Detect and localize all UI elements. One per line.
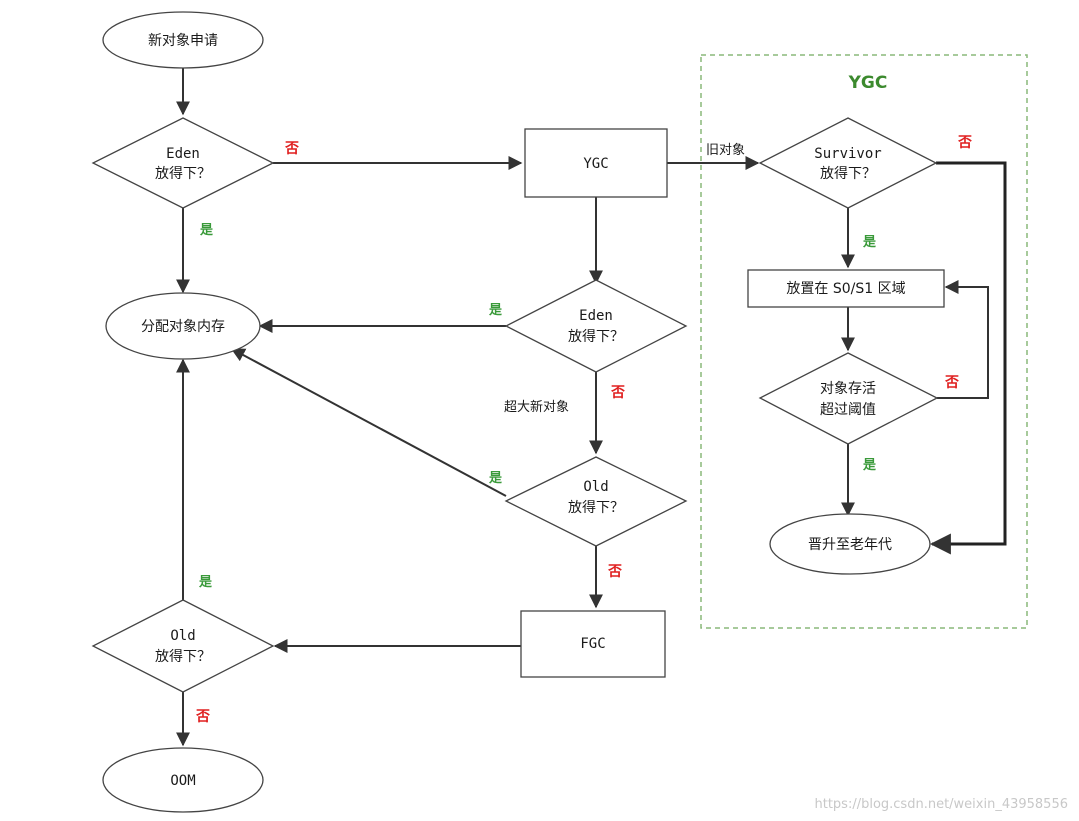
node-allocate: 分配对象内存	[105, 292, 261, 360]
node-new-request-label: 新对象申请	[148, 33, 218, 49]
label-survivor-yes: 是	[862, 235, 877, 250]
edge-old1-to-allocate	[230, 348, 507, 497]
node-age-threshold: 对象存活 超过阈值	[758, 352, 939, 445]
node-old-fit-2-line1: Old	[170, 628, 195, 644]
node-old-fit-1-line1: Old	[583, 479, 608, 495]
node-oom-label: OOM	[170, 773, 195, 789]
node-old-fit-1-line2: 放得下？	[568, 499, 624, 516]
label-large-new-object: 超大新对象	[504, 399, 569, 415]
label-old1-no: 否	[607, 564, 622, 580]
node-age-threshold-line1: 对象存活	[820, 381, 876, 397]
node-eden-fit-2-line1: Eden	[579, 308, 613, 324]
node-promote-old-label: 晋升至老年代	[808, 537, 892, 553]
node-survivor-fit-line2: 放得下？	[820, 165, 876, 182]
edge-survivor-to-promote	[929, 161, 1007, 555]
node-ygc: YGC	[524, 128, 668, 198]
node-fgc-label: FGC	[580, 636, 605, 652]
node-place-s0s1-label: 放置在 S0/S1 区域	[786, 281, 905, 297]
label-age-no: 否	[944, 375, 959, 391]
node-oom: OOM	[102, 747, 264, 813]
label-old2-no: 否	[195, 709, 210, 725]
ygc-group-box	[700, 54, 1028, 629]
label-old1-yes: 是	[488, 471, 503, 486]
node-survivor-fit: Survivor 放得下？	[758, 117, 938, 209]
node-old-fit-2: Old 放得下？	[91, 599, 275, 693]
node-eden-fit-1-line1: Eden	[166, 146, 200, 162]
node-survivor-fit-line1: Survivor	[814, 146, 881, 162]
label-eden1-no: 否	[284, 141, 299, 157]
watermark-text: https://blog.csdn.net/weixin_43958556	[814, 797, 1068, 812]
label-old-objects: 旧对象	[706, 143, 745, 158]
label-eden2-yes: 是	[488, 303, 503, 318]
label-survivor-no: 否	[957, 135, 972, 151]
node-eden-fit-2-line2: 放得下？	[568, 328, 624, 345]
label-old2-yes: 是	[198, 575, 213, 590]
node-ygc-label: YGC	[583, 156, 608, 172]
label-eden1-yes: 是	[199, 223, 214, 238]
node-place-s0s1: 放置在 S0/S1 区域	[747, 269, 945, 308]
edge-age-to-place	[937, 280, 989, 399]
node-old-fit-1: Old 放得下？	[504, 456, 688, 547]
label-eden2-no: 否	[610, 385, 625, 401]
label-age-yes: 是	[862, 458, 877, 473]
node-eden-fit-1: Eden 放得下？	[91, 117, 275, 209]
node-eden-fit-2: Eden 放得下？	[504, 279, 688, 373]
node-allocate-label: 分配对象内存	[141, 319, 225, 335]
node-promote-old: 晋升至老年代	[769, 513, 931, 575]
ygc-group-title: YGC	[848, 73, 888, 93]
node-new-request: 新对象申请	[102, 11, 264, 69]
node-fgc: FGC	[520, 610, 666, 678]
node-old-fit-2-line2: 放得下？	[155, 648, 211, 665]
node-eden-fit-1-line2: 放得下？	[155, 165, 211, 182]
node-age-threshold-line2: 超过阈值	[820, 402, 876, 418]
